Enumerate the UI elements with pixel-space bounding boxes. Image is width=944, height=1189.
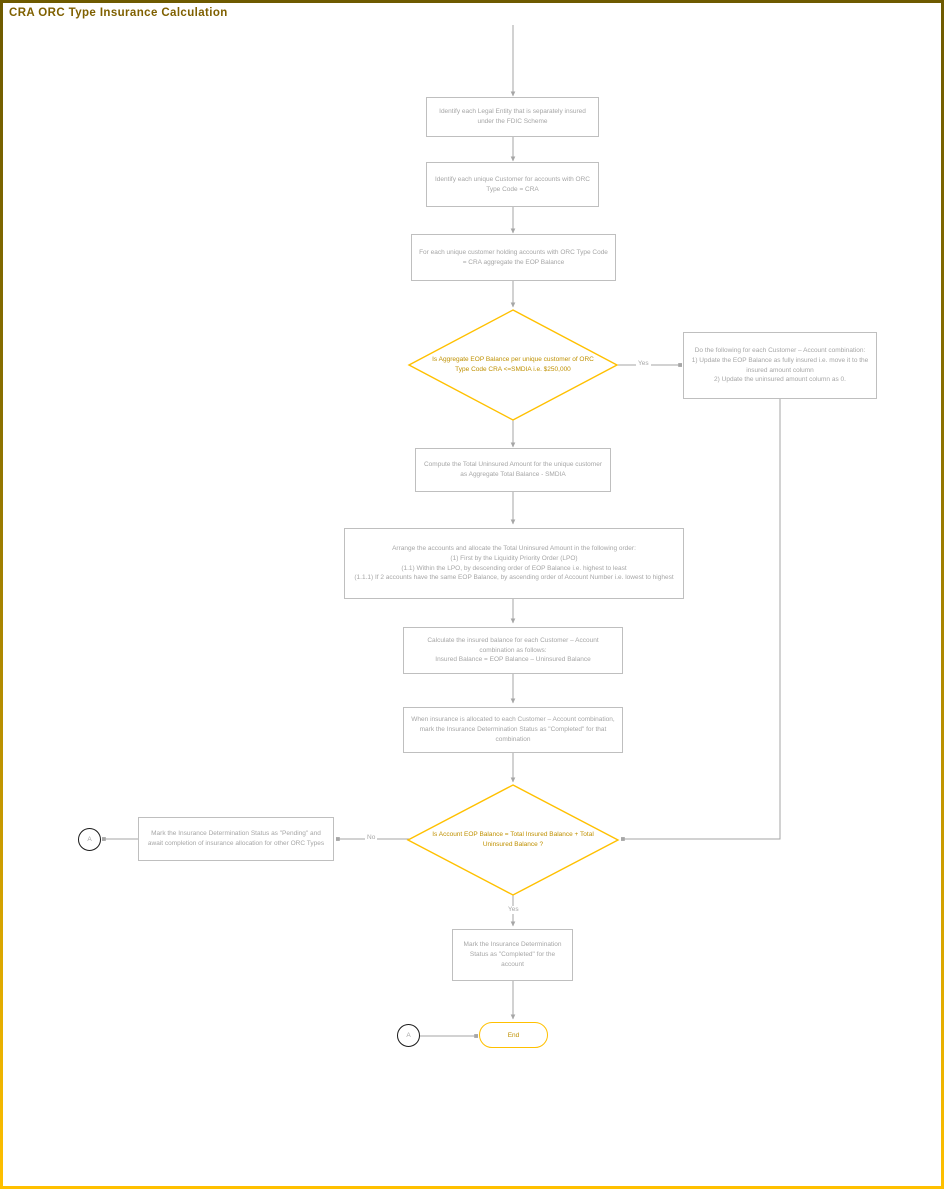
decision-aggregate-eop-vs-smdia: Is Aggregate EOP Balance per unique cust…: [432, 355, 594, 373]
edge-label-yes-down: Yes: [506, 906, 521, 914]
process-calculate-insured-balance: Calculate the insured balance for each C…: [403, 627, 623, 674]
process-aggregate-eop-balance: For each unique customer holding account…: [411, 234, 616, 281]
process-mark-completed-account: Mark the Insurance Determination Status …: [452, 929, 573, 981]
process-arrange-accounts: Arrange the accounts and allocate the To…: [344, 528, 684, 599]
flow-connectors: [102, 25, 781, 1038]
diagram-canvas: CRA ORC Type Insurance Calculation: [3, 3, 941, 1186]
process-identify-legal-entity: Identify each Legal Entity that is separ…: [426, 97, 599, 137]
terminator-end: End: [479, 1022, 548, 1048]
process-fully-insured-update: Do the following for each Customer – Acc…: [683, 332, 877, 399]
offpage-connector-a-end: A: [397, 1024, 420, 1047]
process-mark-completed-combination: When insurance is allocated to each Cust…: [403, 707, 623, 753]
decision-balance-check: Is Account EOP Balance = Total Insured B…: [432, 830, 594, 848]
offpage-connector-a-left: A: [78, 828, 101, 851]
process-identify-unique-customer: Identify each unique Customer for accoun…: [426, 162, 599, 207]
process-compute-total-uninsured: Compute the Total Uninsured Amount for t…: [415, 448, 611, 492]
diagram-title: CRA ORC Type Insurance Calculation: [9, 7, 228, 19]
edge-label-yes-right: Yes: [636, 360, 651, 368]
edge-label-no: No: [365, 834, 378, 842]
process-mark-pending: Mark the Insurance Determination Status …: [138, 817, 334, 861]
